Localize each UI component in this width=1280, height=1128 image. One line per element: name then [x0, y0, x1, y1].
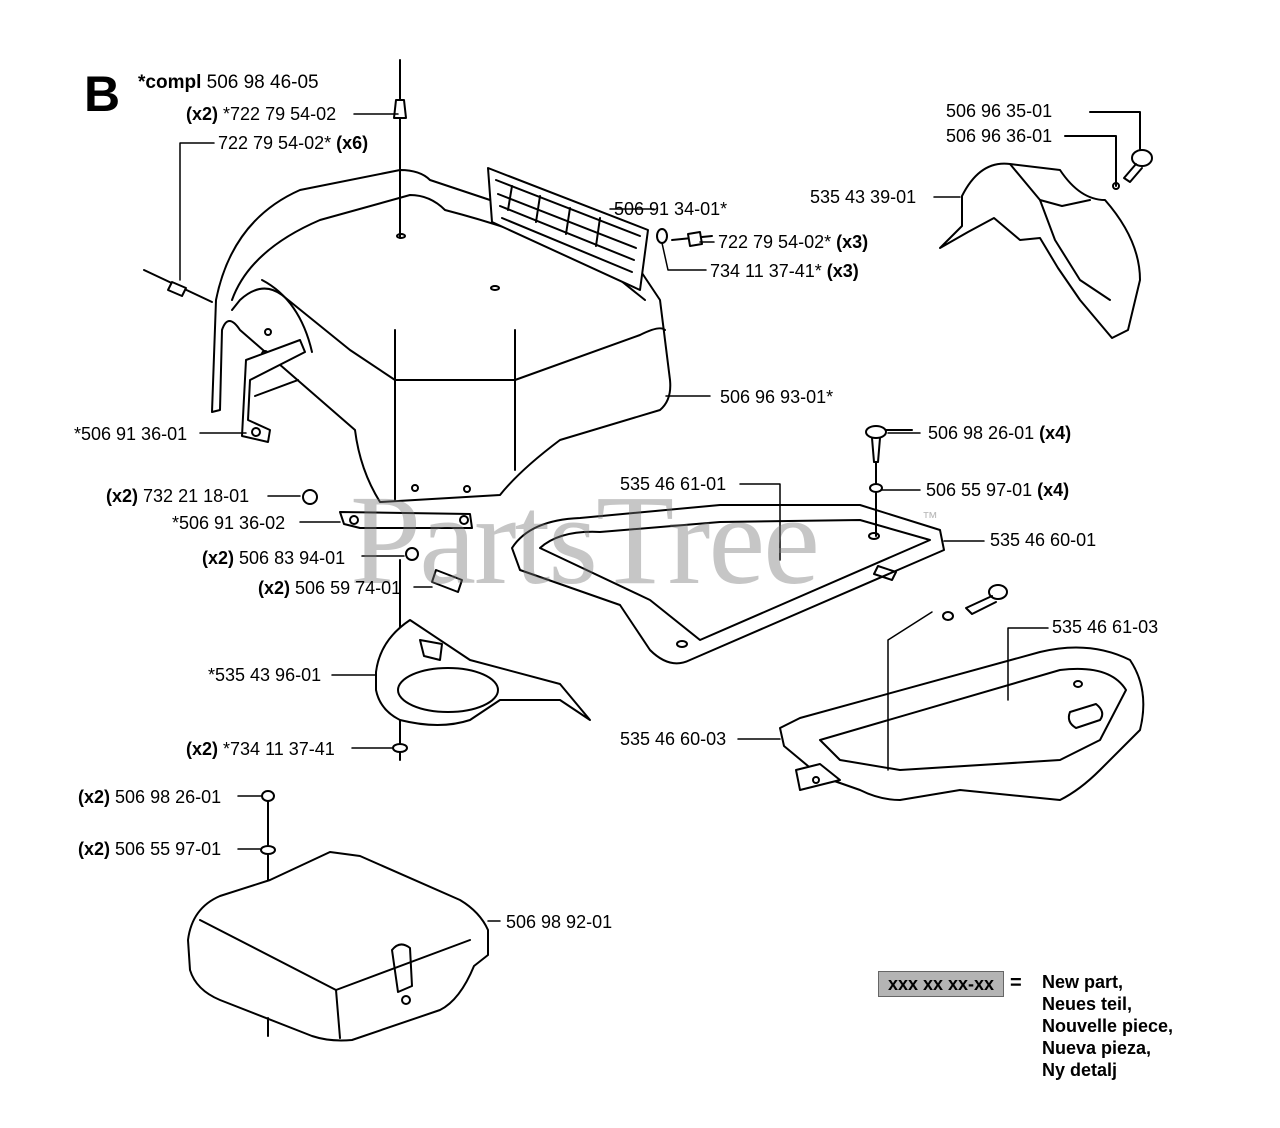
part-label[interactable]: 734 11 37-41* (x3) [710, 261, 859, 281]
armrest-drawing [779, 646, 1145, 801]
part-label[interactable]: *506 91 36-01 [74, 424, 188, 444]
part-label[interactable]: (x2) 506 55 97-01 [78, 839, 222, 859]
part-label[interactable]: (x2) *734 11 37-41 [186, 739, 335, 759]
compl-number: 506 98 46-05 [206, 72, 319, 93]
part-label[interactable]: *506 91 36-02 [172, 513, 286, 533]
grille-drawing [487, 167, 649, 291]
legend-text: New part, Neues teil, Nouvelle piece, Nu… [1042, 971, 1173, 1081]
part-label[interactable]: (x2) *722 79 54-02 [186, 104, 337, 124]
legend-line: Neues teil, [1042, 994, 1133, 1014]
cup-holder-drawing [375, 619, 591, 753]
battery-cover-drawing [187, 790, 489, 1042]
side-cover-knob-drawing [1064, 111, 1153, 190]
compl-label: *compl 506 98 46-05 [138, 72, 319, 94]
part-label[interactable]: *535 43 96-01 [208, 665, 322, 685]
bracket-drawing [241, 339, 306, 443]
part-label[interactable]: (x2) 506 59 74-01 [258, 578, 402, 598]
legend-line: New part, [1042, 972, 1124, 992]
legend-equals: = [1010, 972, 1022, 994]
part-label[interactable]: (x2) 732 21 18-01 [106, 486, 250, 506]
part-label[interactable]: 506 96 36-01 [946, 126, 1053, 146]
part-label[interactable]: (x2) 506 98 26-01 [78, 787, 222, 807]
seat-screw-drawing [865, 425, 913, 537]
watermark-tm: ™ [922, 510, 938, 527]
legend-line: Nouvelle piece, [1042, 1016, 1174, 1036]
seat-pan-drawing [511, 504, 945, 665]
part-label[interactable]: 535 46 60-03 [620, 729, 727, 749]
section-letter: B [84, 66, 121, 122]
rivet-top-drawing [393, 59, 407, 239]
part-label[interactable]: 722 79 54-02* (x3) [718, 232, 869, 252]
watermark: PartsTree [350, 469, 820, 611]
part-label[interactable]: 506 98 92-01 [506, 912, 613, 932]
rivet-right-drawing [656, 228, 713, 247]
part-label[interactable]: 535 46 61-01 [620, 474, 727, 494]
part-label[interactable]: 506 55 97-01 (x4) [926, 480, 1070, 500]
part-label[interactable]: (x2) 506 83 94-01 [202, 548, 346, 568]
compl-prefix: *compl [138, 72, 202, 93]
part-label[interactable]: 535 46 61-03 [1052, 617, 1159, 637]
part-label[interactable]: 722 79 54-02* (x6) [218, 133, 369, 153]
part-label[interactable]: 506 98 26-01 (x4) [928, 423, 1072, 443]
part-label[interactable]: 535 43 39-01 [810, 187, 917, 207]
part-label[interactable]: 506 96 35-01 [946, 101, 1053, 121]
part-label[interactable]: 506 91 34-01* [614, 199, 728, 219]
legend-line: Ny detalj [1042, 1060, 1118, 1080]
rivet-left-drawing [143, 269, 213, 303]
armrest-screw-drawing [942, 584, 1008, 621]
part-label[interactable]: 535 46 60-01 [990, 530, 1097, 550]
legend-swatch: xxx xx xx-xx [878, 971, 1004, 997]
leader-lines [179, 113, 1049, 922]
side-cover-drawing [939, 162, 1141, 339]
part-label[interactable]: 506 96 93-01* [720, 387, 834, 407]
legend-line: Nueva pieza, [1042, 1038, 1152, 1058]
